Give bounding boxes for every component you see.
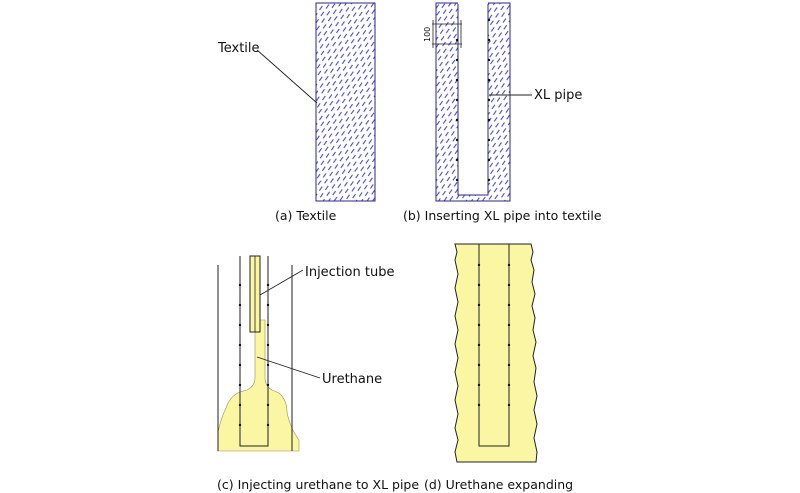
xl-pipe-c: [239, 256, 269, 447]
panel-b-inserting-pipe: 100 XL pipe (b) Inserting XL pipe into t…: [403, 2, 602, 223]
dimension-marker: [432, 20, 462, 48]
caption-d: (d) Urethane expanding: [424, 477, 573, 492]
pipe-wall-dots: [455, 18, 491, 182]
urethane-fill: [217, 319, 300, 452]
pipe-wall-dots-d: [477, 263, 511, 407]
urethane-leader-line: [256, 356, 321, 379]
injection-tube-label: Injection tube: [305, 265, 394, 280]
injection-tube-leader-line: [259, 269, 304, 296]
caption-b: (b) Inserting XL pipe into textile: [403, 208, 602, 223]
urethane-label: Urethane: [322, 372, 382, 387]
dimension-label: 100: [423, 27, 432, 42]
textile-block: [315, 2, 376, 202]
textile-with-pipe: [435, 2, 511, 202]
panel-a-textile: Textile (a) Textile: [217, 2, 376, 223]
caption-a: (a) Textile: [275, 208, 337, 223]
textile-leader-line: [256, 49, 318, 104]
panel-c-injecting-urethane: Injection tube Urethane (c) Injecting ur…: [217, 255, 419, 492]
caption-c: (c) Injecting urethane to XL pipe: [217, 477, 419, 492]
pipe-wall-dots-c: [238, 283, 270, 427]
expanded-urethane: [454, 243, 538, 463]
textile-label: Textile: [217, 41, 260, 56]
xl-pipe-label: XL pipe: [534, 88, 582, 103]
panel-d-urethane-expanding: (d) Urethane expanding: [424, 243, 573, 492]
